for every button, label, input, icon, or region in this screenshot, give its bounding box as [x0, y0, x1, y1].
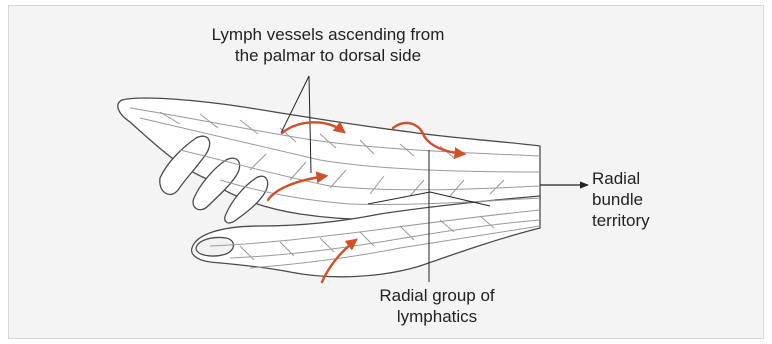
lymph-vessels-label: Lymph vessels ascending from the palmar … — [168, 24, 488, 66]
radial-bundle-label-line3: territory — [592, 210, 672, 231]
radial-group-label-line1: Radial group of — [352, 285, 522, 306]
radial-bundle-label: Radial bundle territory — [592, 168, 672, 231]
lymph-vessels-label-line2: the palmar to dorsal side — [168, 45, 488, 66]
radial-group-label: Radial group of lymphatics — [352, 285, 522, 327]
radial-group-label-line2: lymphatics — [352, 306, 522, 327]
lymph-vessels-label-line1: Lymph vessels ascending from — [168, 24, 488, 45]
radial-bundle-label-line1: Radial — [592, 168, 672, 189]
radial-bundle-label-line2: bundle — [592, 189, 672, 210]
